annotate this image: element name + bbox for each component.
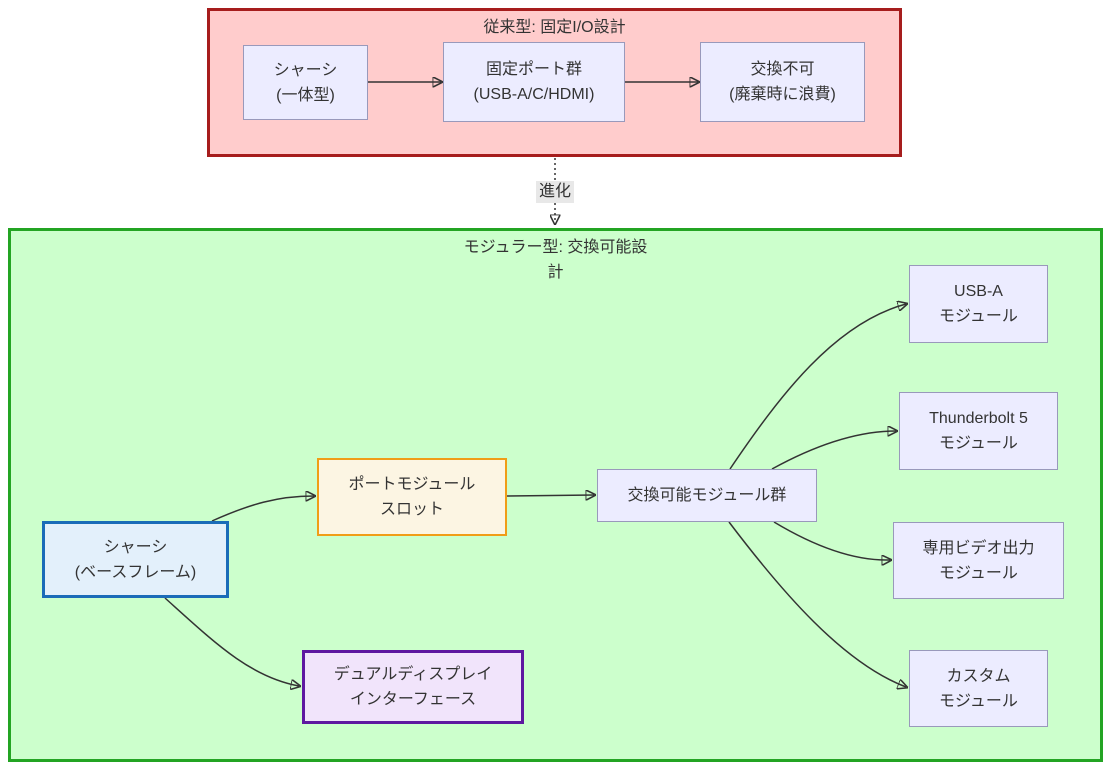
node-label-line1: ポートモジュール: [348, 476, 476, 493]
node-port-module-slot: ポートモジュール スロット: [317, 458, 507, 536]
node-label-line2: インターフェース: [349, 691, 477, 708]
subgraph-traditional-title: 従来型: 固定I/O設計: [483, 19, 626, 36]
subgraph-modular-title: モジュラー型: 交換可能設 計: [11, 235, 1100, 285]
subgraph-modular-title-line1: モジュラー型: 交換可能設: [463, 239, 648, 256]
node-chassis-integrated: シャーシ (一体型): [243, 45, 368, 120]
node-custom-module: カスタム モジュール: [909, 650, 1048, 727]
evolution-edge-label: 進化: [535, 181, 575, 203]
node-label-line2: スロット: [379, 501, 444, 518]
node-label-line2: モジュール: [939, 308, 1018, 325]
node-label-line1: USB-A: [954, 283, 1003, 300]
node-non-exchangeable: 交換不可 (廃棄時に浪費): [700, 42, 865, 122]
node-label-line1: シャーシ: [103, 538, 168, 556]
node-label-line1: 固定ポート群: [485, 61, 582, 78]
node-label-line2: (一体型): [276, 86, 335, 104]
node-label-line2: モジュール: [939, 564, 1018, 582]
node-label-line1: 専用ビデオ出力: [922, 539, 1035, 557]
node-label-line1: デュアルディスプレイ: [333, 666, 493, 683]
node-video-module: 専用ビデオ出力 モジュール: [893, 522, 1064, 599]
subgraph-modular-title-line2: 計: [547, 264, 564, 281]
node-fixed-ports: 固定ポート群 (USB-A/C/HDMI): [443, 42, 625, 122]
node-dual-display: デュアルディスプレイ インターフェース: [302, 650, 524, 724]
node-label-line2: (USB-A/C/HDMI): [473, 86, 595, 103]
node-label-line2: (廃棄時に浪費): [729, 86, 836, 103]
node-label-line2: モジュール: [939, 692, 1018, 710]
node-label-line1: Thunderbolt 5: [929, 410, 1028, 427]
node-usb-a-module: USB-A モジュール: [909, 265, 1048, 343]
node-exchangeable-modules: 交換可能モジュール群: [597, 469, 817, 522]
node-label-line1: 交換不可: [750, 61, 815, 78]
node-base-chassis: シャーシ (ベースフレーム): [42, 521, 229, 598]
node-label: 交換可能モジュール群: [627, 487, 787, 504]
node-label-line1: シャーシ: [273, 61, 338, 79]
node-label-line2: モジュール: [939, 435, 1018, 452]
node-label-line2: (ベースフレーム): [74, 563, 197, 581]
node-thunderbolt-module: Thunderbolt 5 モジュール: [899, 392, 1058, 470]
node-label-line1: カスタム: [946, 667, 1011, 685]
